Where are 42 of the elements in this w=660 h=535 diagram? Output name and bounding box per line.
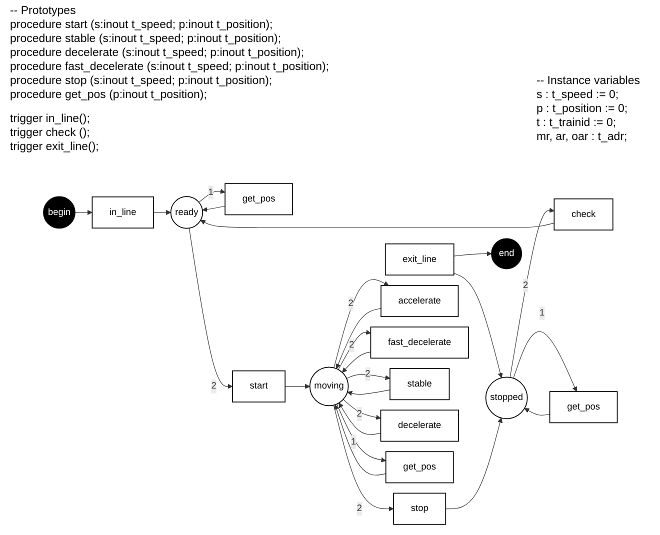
edge-label: 2 [210, 379, 216, 393]
code-line: t : t_trainid := 0; [536, 116, 618, 130]
transition-box: get_pos [224, 182, 293, 215]
edge-label: 2 [522, 278, 528, 292]
code-line: mr, ar, oar : t_adr; [536, 130, 628, 144]
code-line: procedure get_pos (p:inout t_position); [10, 88, 208, 102]
transition-box: decelerate [380, 409, 458, 442]
code-line: p : t_position := 0; [536, 102, 629, 116]
place-circle: stopped [484, 376, 528, 419]
transition-box: stop [392, 492, 446, 524]
code-line: procedure start (s:inout t_speed; p:inout t_position); [10, 18, 274, 32]
transition-box: start [232, 370, 286, 402]
transition-box: fast_decelerate [370, 326, 468, 358]
terminal-circle: begin [42, 196, 75, 228]
edge-label: 1 [538, 306, 544, 320]
code-line: procedure fast_decelerate (s:inout t_speed; p:inout t_position); [10, 60, 330, 74]
code-line: procedure stop (s:inout t_speed; p:inout t_position); [10, 74, 274, 88]
edge-label: 2 [348, 296, 353, 310]
transition-box: get_pos [548, 390, 618, 423]
edge-label: 2 [348, 338, 354, 352]
terminal-circle: end [490, 238, 522, 269]
code-comment: -- Instance variables [536, 74, 640, 88]
transition-box: in_line [91, 196, 154, 228]
transition-box: stable [389, 368, 450, 400]
edge-label: 2 [364, 366, 370, 381]
transition-box: check [553, 198, 613, 230]
code-comment: -- Prototypes [10, 4, 77, 18]
transition-box: get_pos [384, 450, 454, 483]
edge-label: 2 [356, 406, 362, 420]
place-circle: ready [170, 196, 203, 228]
code-line: s : t_speed := 0; [536, 88, 620, 102]
code-line: procedure decelerate (s:inout t_speed; p:inout t_position); [10, 46, 306, 60]
edge-label: 1 [350, 434, 356, 449]
code-line: trigger check (); [10, 126, 91, 140]
edge-label: 2 [356, 501, 362, 516]
code-line: procedure stable (s:inout t_speed; p:inout t_position); [10, 32, 282, 46]
transition-box: exit_line [384, 242, 454, 275]
edge-label: 1 [208, 185, 213, 199]
code-line: trigger exit_line(); [10, 140, 100, 154]
code-line: trigger in_line(); [10, 112, 91, 126]
place-circle: moving [308, 366, 348, 406]
transition-box: accelerate [380, 284, 458, 317]
